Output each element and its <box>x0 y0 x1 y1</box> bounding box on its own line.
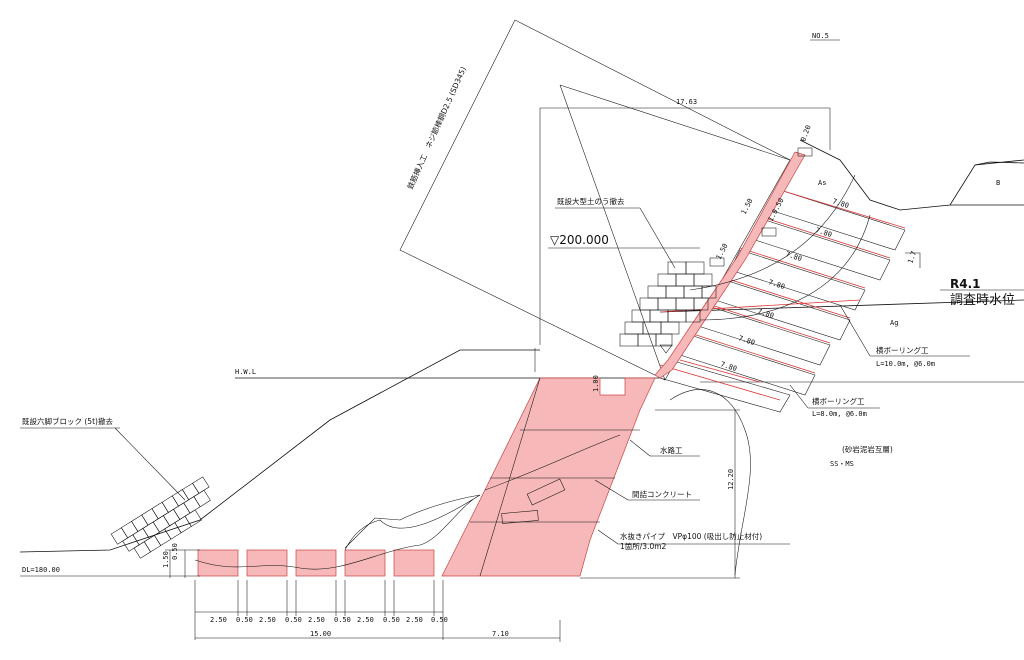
dimension-chain <box>194 580 561 642</box>
internal-curve <box>484 434 621 491</box>
old-ground-curve-2 <box>344 494 481 549</box>
nail-gap-1: 1.50 <box>715 242 730 261</box>
datum-label: DL=180.00 <box>22 566 60 574</box>
zone-b: B <box>996 179 1000 187</box>
nail-length-5: 7.80 <box>756 307 775 320</box>
boring-upper-spec: L=10.0m, @6.0m <box>876 360 935 368</box>
bottom-seg-9: 2.50 <box>406 616 423 624</box>
leader-lines <box>20 39 1024 545</box>
hwl-label: H.W.L <box>235 368 256 376</box>
nail-length-2: 7.80 <box>814 226 833 239</box>
survey-date: R4.1 <box>950 277 981 291</box>
right-ground-2 <box>974 161 1024 166</box>
bottom-seg-6: 0.50 <box>334 616 351 624</box>
slope-work-label: 鉄筋挿入工 ネジ節棒鋼D2.5 (SD345) <box>405 65 468 191</box>
bottom-total-right: 7.10 <box>492 630 509 638</box>
concrete-label: 間詰コンクリート <box>632 489 692 499</box>
boring-lower-spec: L=8.0m, @6.0m <box>812 410 867 418</box>
bottom-seg-5: 2.50 <box>308 616 325 624</box>
left-height-1: 1.50 <box>162 551 170 568</box>
hex-block-group <box>110 476 211 559</box>
nail-top-small: 0.20 <box>799 124 812 143</box>
slope-triangle <box>905 252 921 268</box>
boring-lower-label: 横ボーリング工 <box>812 396 865 406</box>
remove-blocks-label: 既設六脚ブロック (5t)撤去 <box>22 416 113 426</box>
bottom-blocks <box>197 549 435 577</box>
bottom-seg-3: 2.50 <box>259 616 276 624</box>
existing-ground-left <box>19 349 540 553</box>
step-height: 1.00 <box>592 375 600 392</box>
section-number: NO.5 <box>812 32 829 40</box>
frame-inner-line <box>559 84 791 161</box>
slope-small: 1.7 <box>906 250 918 265</box>
bottom-seg-1: 2.50 <box>210 616 227 624</box>
bottom-seg-2: 0.50 <box>236 616 253 624</box>
top-width-dim: 17.63 <box>676 98 697 106</box>
geology-label: (砂岩泥岩互層) <box>842 444 893 454</box>
left-height-2: 0.50 <box>171 543 179 560</box>
channel-label: 水路工 <box>660 445 683 455</box>
nail-length-3: 7.80 <box>784 250 803 263</box>
bottom-total-left: 15.00 <box>310 630 331 638</box>
water-level-mark: ▽200.000 <box>550 233 609 247</box>
curve-1 <box>689 174 856 291</box>
nail-length-4: 7.80 <box>767 278 786 291</box>
drain-opening-2 <box>501 510 539 524</box>
curve-2 <box>699 214 871 321</box>
slope-face-concrete <box>654 151 806 379</box>
nail-gap-2: 1.50 <box>740 197 755 216</box>
concrete-inner <box>479 377 541 577</box>
drain-opening-1 <box>526 478 566 506</box>
zone-ag: Ag <box>890 319 898 327</box>
old-ground-curve <box>194 494 481 570</box>
bottom-seg-4: 0.50 <box>285 616 302 624</box>
remove-sandbags-label: 既設大型土のう撤去 <box>557 196 625 206</box>
survey-water-label: 調査時水位 <box>950 293 1015 308</box>
anchor-head-1 <box>797 147 813 157</box>
boring-upper-label: 横ボーリング工 <box>876 345 929 355</box>
bottom-seg-10: 0.50 <box>431 616 448 624</box>
geology-code: SS・MS <box>830 460 854 468</box>
zone-as: As <box>818 179 826 187</box>
drain-spacing-label: 1箇所/3.0m2 <box>620 541 667 551</box>
frame-inner-line-2 <box>559 84 666 381</box>
bottom-seg-8: 0.50 <box>383 616 400 624</box>
bottom-seg-7: 2.50 <box>357 616 374 624</box>
sandbag-stack <box>619 261 717 347</box>
water-marker <box>659 344 673 354</box>
height-dim-label: 12.20 <box>727 469 735 490</box>
drain-pipe-label: 水抜きパイプ VPφ100 (吸出し防止材付) <box>620 531 762 541</box>
curve-3 <box>669 389 751 576</box>
nail-length-6: 7.80 <box>737 334 756 347</box>
anchor-head-2 <box>761 227 777 237</box>
anchor-head-3 <box>709 257 725 267</box>
